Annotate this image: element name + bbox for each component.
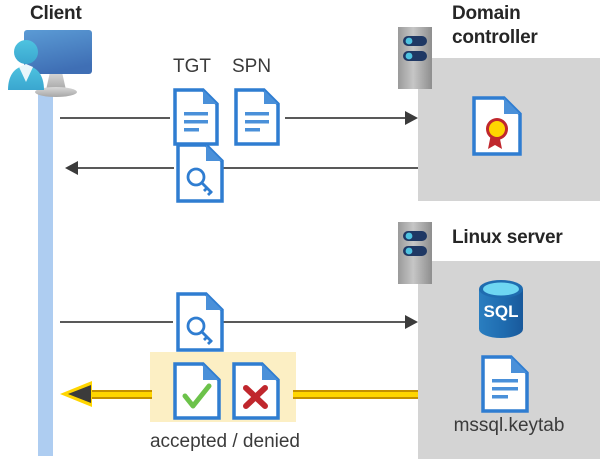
client-computer-icon [4, 26, 108, 100]
flow-service-ticket-arrowhead [405, 315, 418, 329]
flow-service-ticket-line-right [222, 321, 405, 323]
flow-ticket-line-left [78, 167, 174, 169]
flow-auth-result-line-right [293, 390, 418, 399]
flow-request-line-right [285, 117, 405, 119]
tgt-document-icon [173, 88, 219, 151]
accepted-document-icon [173, 362, 221, 425]
keytab-document-icon [481, 355, 529, 418]
linux-server-server-icon [398, 222, 432, 284]
sql-badge-text: SQL [484, 302, 519, 321]
certificate-document-icon [472, 96, 522, 161]
flow-auth-result-arrowhead-inner [68, 385, 91, 403]
linux-server-title: Linux server [452, 227, 563, 248]
flow-request-arrowhead [405, 111, 418, 125]
flow-auth-result-line-left [90, 390, 152, 399]
tgt-label: TGT [173, 56, 211, 77]
flow-request-line-left [60, 117, 170, 119]
service-ticket-key-document-icon [176, 292, 224, 357]
client-title: Client [30, 3, 82, 24]
flow-service-ticket-line-left [60, 321, 173, 323]
domain-controller-server-icon [398, 27, 432, 89]
accepted-denied-caption: accepted / denied [149, 431, 300, 452]
denied-document-icon [232, 362, 280, 425]
spn-label: SPN [232, 56, 272, 77]
flow-ticket-line-right [222, 167, 418, 169]
flow-ticket-arrowhead [65, 161, 78, 175]
client-lifeline [38, 88, 53, 456]
sql-database-icon: SQL [472, 279, 530, 346]
domain-controller-title: Domain controller [452, 3, 538, 48]
ticket-key-document-icon [176, 143, 224, 208]
keytab-filename-label: mssql.keytab [453, 415, 565, 436]
spn-document-icon [234, 88, 280, 151]
